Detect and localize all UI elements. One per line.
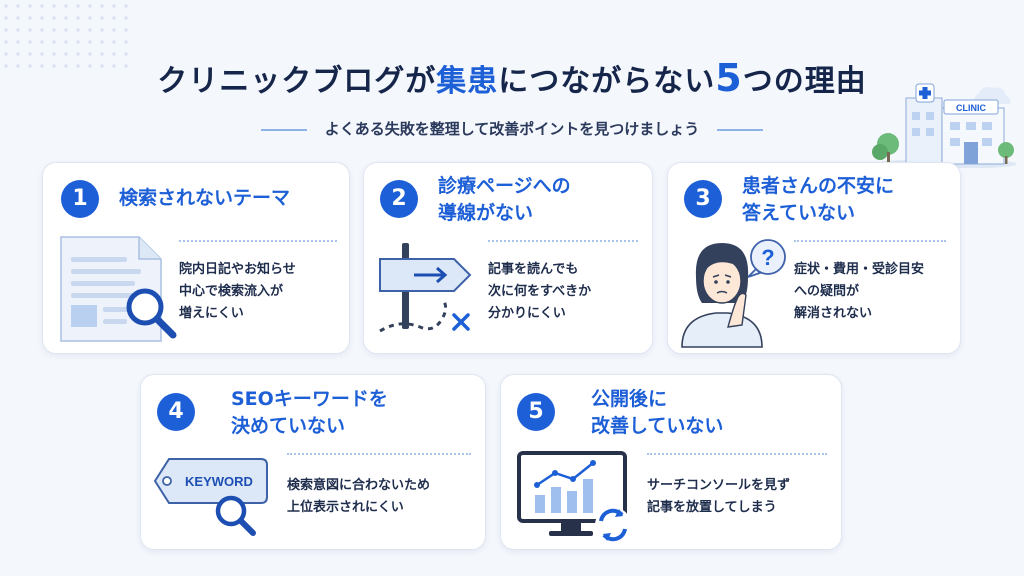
question-mark: ? bbox=[761, 245, 774, 270]
subtitle-text: よくある失敗を整理して改善ポイントを見つけましょう bbox=[324, 120, 700, 138]
reason-description-line: 記事を読んでも bbox=[488, 262, 579, 277]
reason-description-line: 記事を放置してしまう bbox=[647, 500, 777, 515]
title-part-3: つの理由 bbox=[742, 64, 867, 99]
subtitle-line-right bbox=[717, 128, 764, 131]
worried-patient-icon: ? bbox=[681, 239, 786, 348]
reason-card-2: 2 診療ページへの 導線がない 記事を読んでも 次に何をすべきか 分かりにくい bbox=[363, 162, 653, 354]
reason-number-badge: 4 bbox=[157, 393, 195, 431]
keyword-tag-text: KEYWORD bbox=[185, 474, 253, 489]
reason-title-line: 改善していない bbox=[591, 415, 724, 437]
reason-title: 患者さんの不安に 答えていない bbox=[742, 173, 894, 227]
reason-description-line: サーチコンソールを見ず bbox=[647, 478, 791, 493]
reason-number-badge: 1 bbox=[61, 180, 99, 218]
reason-description-line: 症状・費用・受診目安 bbox=[794, 262, 925, 277]
title-accent: 集患 bbox=[436, 64, 499, 99]
signpost-icon bbox=[379, 243, 472, 333]
reason-description: 検索意図に合わないため 上位表示されにくい bbox=[287, 475, 430, 519]
reason-number-badge: 5 bbox=[517, 393, 555, 431]
reason-title: 公開後に 改善していない bbox=[591, 386, 723, 440]
divider bbox=[179, 240, 337, 242]
divider bbox=[647, 453, 827, 455]
title-part-1: クリニックブログが bbox=[157, 64, 437, 99]
reason-card-1: 1 検索されないテーマ 院内日記やお知らせ 中心で検索流入が 増えにくい bbox=[42, 162, 350, 354]
reason-description-line: 中心で検索流入が bbox=[179, 284, 284, 299]
reason-description: 院内日記やお知らせ 中心で検索流入が 増えにくい bbox=[179, 259, 296, 325]
reason-title: SEOキーワードを 決めていない bbox=[231, 386, 388, 440]
reason-description-line: 院内日記やお知らせ bbox=[179, 262, 296, 277]
reason-title-line: 公開後に bbox=[591, 388, 668, 410]
reason-card-5: 5 公開後に 改善していない サーチコンソールを見ず 記事を放置してしまう bbox=[500, 374, 842, 550]
reason-title-line: SEOキーワードを bbox=[231, 388, 388, 410]
reason-title-line: 検索されないテーマ bbox=[119, 187, 291, 209]
reason-title-line: 診療ページへの bbox=[438, 175, 571, 197]
divider bbox=[794, 240, 946, 242]
reason-description-line: 解消されない bbox=[794, 306, 873, 321]
reason-description-line: 次に何をすべきか bbox=[488, 284, 592, 299]
reason-title-line: 患者さんの不安に bbox=[742, 175, 895, 197]
reason-card-4: 4 SEOキーワードを 決めていない KEYWORD 検索意図に合わないため 上… bbox=[140, 374, 486, 550]
page-subtitle: よくある失敗を整理して改善ポイントを見つけましょう bbox=[0, 118, 1024, 139]
reason-description-line: 増えにくい bbox=[179, 306, 244, 321]
reason-description-line: 分かりにくい bbox=[488, 306, 566, 321]
divider bbox=[287, 453, 471, 455]
reason-description: 記事を読んでも 次に何をすべきか 分かりにくい bbox=[488, 259, 591, 325]
reason-number-badge: 2 bbox=[380, 180, 418, 218]
reason-description-line: への疑問が bbox=[794, 284, 860, 299]
reason-title-line: 決めていない bbox=[231, 415, 346, 437]
title-number: 5 bbox=[715, 56, 743, 100]
subtitle-line-left bbox=[260, 128, 307, 131]
decorative-dots bbox=[0, 0, 130, 70]
reason-title: 診療ページへの 導線がない bbox=[438, 173, 571, 227]
reason-description: サーチコンソールを見ず 記事を放置してしまう bbox=[647, 475, 790, 519]
reason-title-line: 答えていない bbox=[742, 202, 856, 224]
clinic-sign-text: CLINIC bbox=[956, 103, 986, 113]
reason-description-line: 上位表示されにくい bbox=[287, 500, 404, 515]
page-title: クリニックブログが集患につながらない5つの理由 bbox=[0, 56, 1024, 100]
analytics-monitor-icon bbox=[517, 451, 631, 543]
reason-card-3: 3 患者さんの不安に 答えていない ? 症状・費用・受診目安 への疑問が 解消さ… bbox=[667, 162, 961, 354]
clinic-building-icon: CLINIC bbox=[872, 83, 1016, 168]
reason-description: 症状・費用・受診目安 への疑問が 解消されない bbox=[794, 259, 924, 325]
reason-title-line: 導線がない bbox=[438, 202, 534, 224]
document-search-icon bbox=[60, 236, 177, 342]
title-part-2: につながらない bbox=[498, 64, 716, 99]
keyword-tag-icon: KEYWORD bbox=[153, 458, 268, 536]
divider bbox=[488, 240, 638, 242]
reason-number-badge: 3 bbox=[684, 180, 722, 218]
reason-description-line: 検索意図に合わないため bbox=[287, 478, 431, 493]
reason-title: 検索されないテーマ bbox=[119, 185, 290, 212]
